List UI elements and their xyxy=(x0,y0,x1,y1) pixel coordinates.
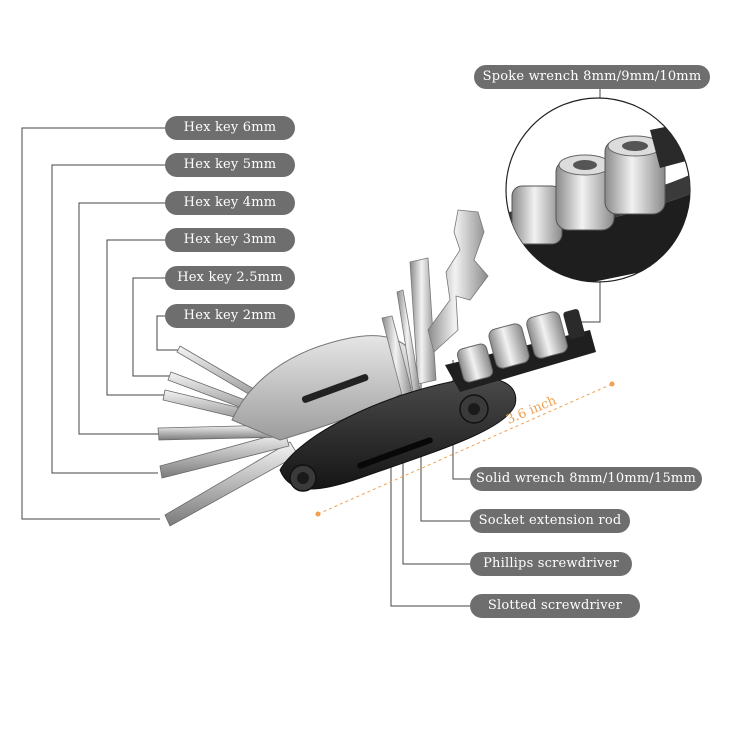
solid-wrench xyxy=(427,209,489,353)
label-socket-extension-rod: Socket extension rod xyxy=(470,509,630,533)
hex-key-5mm xyxy=(159,431,290,479)
socket-extension-rod xyxy=(409,257,437,385)
label-phillips-screwdriver: Phillips screwdriver xyxy=(470,552,632,576)
body-slot xyxy=(357,437,433,469)
label-hex-key-3mm: Hex key 3mm xyxy=(165,228,295,252)
dimension-line xyxy=(315,381,615,517)
hex-keys xyxy=(157,345,299,527)
black-main-body xyxy=(279,377,517,490)
label-slotted-screwdriver: Slotted screwdriver xyxy=(470,594,640,618)
leader-lines-left xyxy=(21,127,180,520)
label-hex-key-2-5mm: Hex key 2.5mm xyxy=(165,266,295,290)
label-hex-key-5mm: Hex key 5mm xyxy=(165,153,295,177)
label-hex-key-4mm: Hex key 4mm xyxy=(165,191,295,215)
label-hex-key-6mm: Hex key 6mm xyxy=(165,116,295,140)
label-spoke-wrench: Spoke wrench 8mm/9mm/10mm xyxy=(474,65,710,89)
label-solid-wrench: Solid wrench 8mm/10mm/15mm xyxy=(470,467,702,491)
label-hex-key-2mm: Hex key 2mm xyxy=(165,304,295,328)
fold-out-tools xyxy=(381,209,489,396)
spoke-wrench-sockets xyxy=(445,309,596,392)
spoke-wrench-zoom-inset xyxy=(505,97,691,283)
plate-slot xyxy=(301,374,369,403)
